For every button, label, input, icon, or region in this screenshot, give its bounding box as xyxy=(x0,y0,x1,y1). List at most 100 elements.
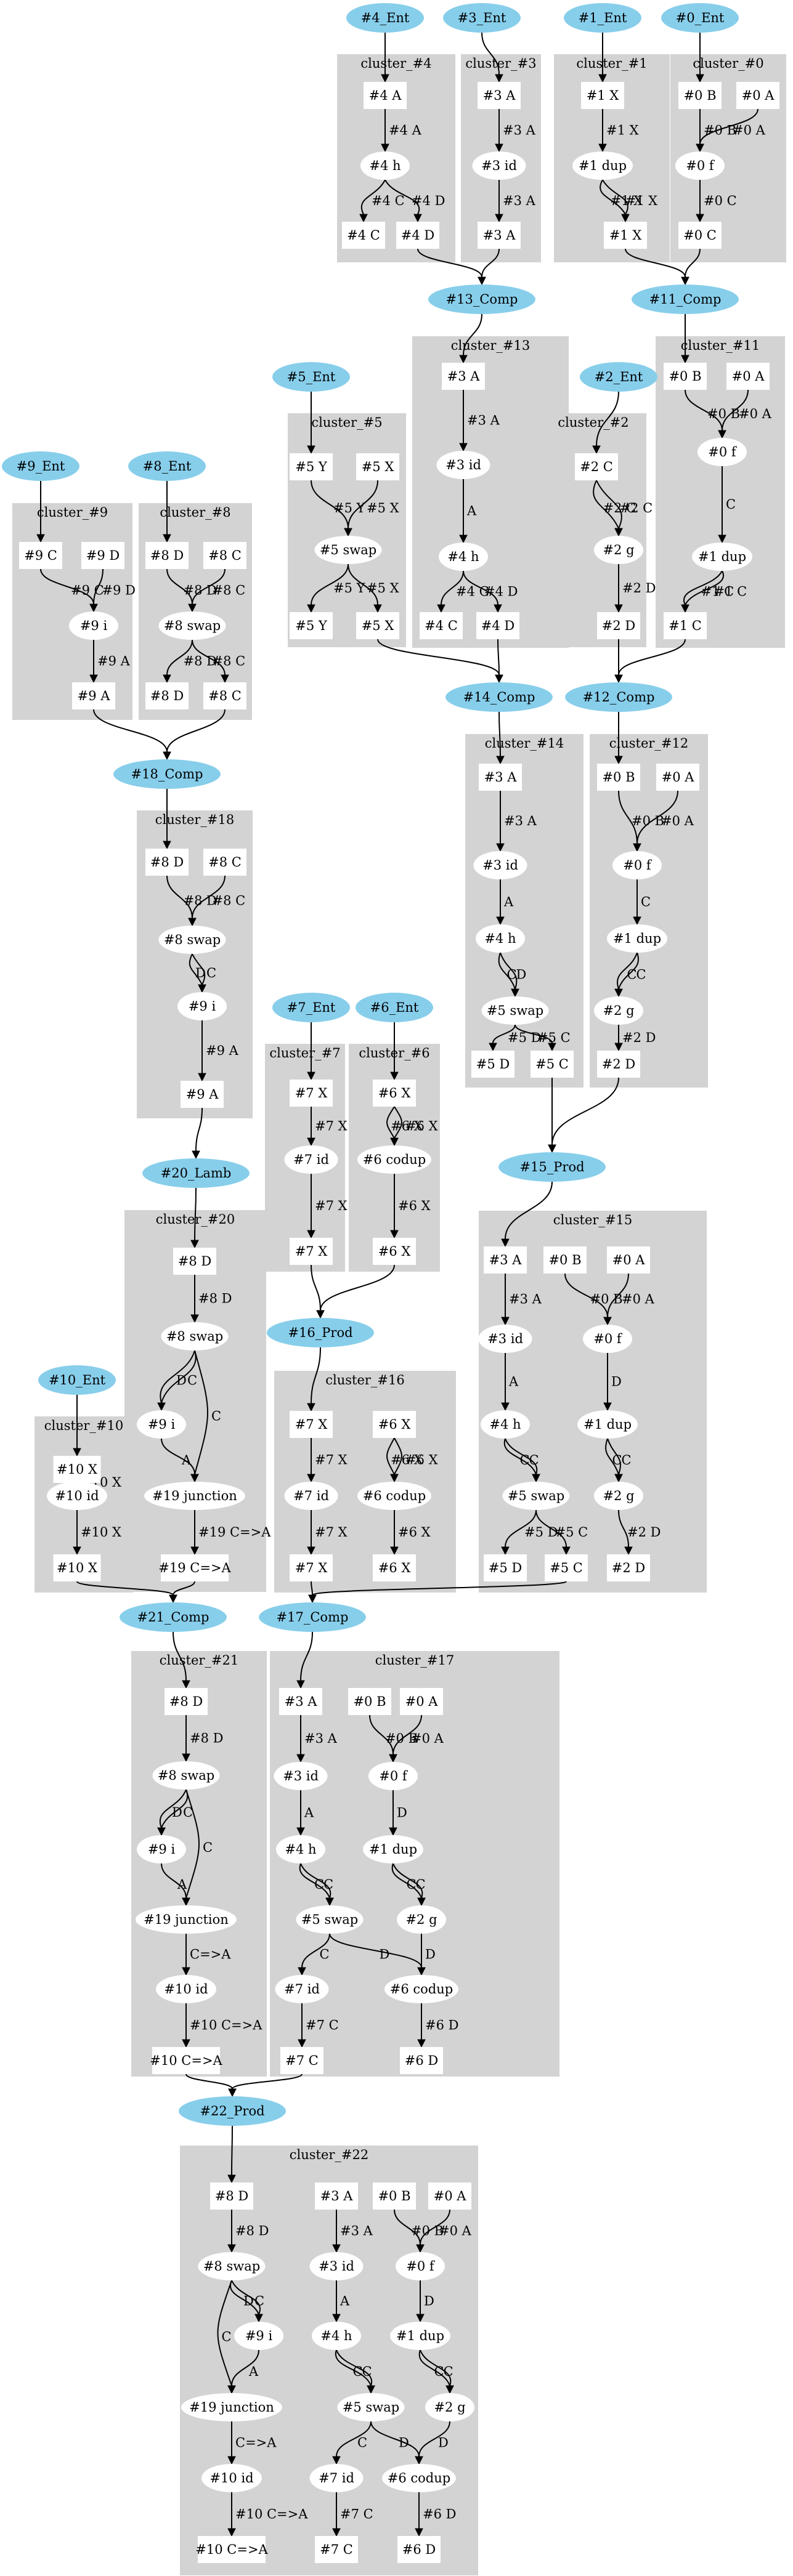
node-8-d-box[interactable]: #8 D xyxy=(145,542,189,569)
node-4-h-oval[interactable]: #4 h xyxy=(360,151,410,180)
node-1-dup-oval[interactable]: #1 dup xyxy=(607,924,667,953)
node-9-d-box[interactable]: #9 D xyxy=(81,542,124,569)
node-9-i-oval[interactable]: #9 i xyxy=(137,1410,186,1439)
node-4-a-box[interactable]: #4 A xyxy=(364,82,407,109)
node-3-a-box[interactable]: #3 A xyxy=(315,2182,358,2210)
node-5-c-box[interactable]: #5 C xyxy=(531,1051,574,1078)
node-1-x-box[interactable]: #1 X xyxy=(581,82,624,109)
node-1-dup-oval[interactable]: #1 dup xyxy=(363,1835,423,1863)
node-0-a-box[interactable]: #0 A xyxy=(400,1688,443,1715)
node-0-f-oval[interactable]: #0 f xyxy=(697,438,747,466)
node-7-id-oval[interactable]: #7 id xyxy=(309,2464,364,2492)
node-4-h-oval[interactable]: #4 h xyxy=(276,1835,325,1863)
node-6-d-box[interactable]: #6 D xyxy=(400,2047,443,2074)
node-0-b-box[interactable]: #0 B xyxy=(373,2182,416,2210)
node-19-c-a-box[interactable]: #19 C=>A xyxy=(158,1554,232,1581)
node-4-h-oval[interactable]: #4 h xyxy=(481,1410,530,1439)
node-2-g-oval[interactable]: #2 g xyxy=(594,996,643,1025)
node-17-comp[interactable]: #17_Comp xyxy=(259,1602,366,1632)
node-5-y-box[interactable]: #5 Y xyxy=(290,453,333,480)
node-2-g-oval[interactable]: #2 g xyxy=(425,2393,474,2421)
node-22-prod[interactable]: #22_Prod xyxy=(179,2096,286,2126)
node-5-swap-oval[interactable]: #5 swap xyxy=(502,1482,570,1510)
node-5-d-box[interactable]: #5 D xyxy=(484,1554,527,1581)
node-5-d-box[interactable]: #5 D xyxy=(471,1051,514,1078)
node-9-ent[interactable]: #9_Ent xyxy=(2,451,79,481)
node-8-c-box[interactable]: #8 C xyxy=(203,542,246,569)
node-4-d-box[interactable]: #4 D xyxy=(396,222,439,249)
node-7-id-oval[interactable]: #7 id xyxy=(284,1145,338,1174)
node-5-y-box[interactable]: #5 Y xyxy=(290,612,333,639)
node-7-x-box[interactable]: #7 X xyxy=(290,1080,333,1107)
node-0-a-box[interactable]: #0 A xyxy=(428,2182,471,2210)
node-1-dup-oval[interactable]: #1 dup xyxy=(692,543,752,571)
node-2-g-oval[interactable]: #2 g xyxy=(397,1905,446,1934)
node-10-id-oval[interactable]: #10 id xyxy=(156,1975,216,2003)
node-8-swap-oval[interactable]: #8 swap xyxy=(198,2252,266,2280)
node-3-ent[interactable]: #3_Ent xyxy=(443,3,521,33)
node-0-b-box[interactable]: #0 B xyxy=(348,1688,391,1715)
node-13-comp[interactable]: #13_Comp xyxy=(428,285,535,314)
node-21-comp[interactable]: #21_Comp xyxy=(120,1602,227,1632)
node-0-f-oval[interactable]: #0 f xyxy=(396,2252,445,2280)
node-2-d-box[interactable]: #2 D xyxy=(597,1051,640,1078)
node-4-c-box[interactable]: #4 C xyxy=(420,612,463,639)
node-8-ent[interactable]: #8_Ent xyxy=(128,451,206,481)
node-9-i-oval[interactable]: #9 i xyxy=(137,1835,186,1863)
node-6-x-box[interactable]: #6 X xyxy=(373,1411,416,1438)
node-0-f-oval[interactable]: #0 f xyxy=(368,1762,418,1790)
node-3-a-box[interactable]: #3 A xyxy=(478,222,521,249)
node-5-ent[interactable]: #5_Ent xyxy=(272,362,350,392)
node-19-junction-oval[interactable]: #19 junction xyxy=(181,2393,282,2421)
node-0-f-oval[interactable]: #0 f xyxy=(583,1325,632,1353)
node-6-codup-oval[interactable]: #6 codup xyxy=(382,2464,456,2492)
node-19-junction-oval[interactable]: #19 junction xyxy=(136,1905,237,1934)
node-2-g-oval[interactable]: #2 g xyxy=(594,1482,643,1510)
node-8-d-box[interactable]: #8 D xyxy=(145,849,189,876)
node-0-a-box[interactable]: #0 A xyxy=(656,764,699,791)
node-8-swap-oval[interactable]: #8 swap xyxy=(158,926,226,954)
node-0-ent[interactable]: #0_Ent xyxy=(661,3,739,33)
node-6-x-box[interactable]: #6 X xyxy=(373,1238,416,1265)
node-4-d-box[interactable]: #4 D xyxy=(476,612,519,639)
node-8-d-box[interactable]: #8 D xyxy=(210,2182,253,2210)
node-9-c-box[interactable]: #9 C xyxy=(19,542,62,569)
node-10-x-box[interactable]: #10 X xyxy=(53,1554,101,1581)
node-2-d-box[interactable]: #2 D xyxy=(597,612,640,639)
node-6-ent[interactable]: #6_Ent xyxy=(356,993,433,1022)
node-0-a-box[interactable]: #0 A xyxy=(607,1246,650,1274)
node-8-c-box[interactable]: #8 C xyxy=(203,682,246,709)
node-9-i-oval[interactable]: #9 i xyxy=(177,992,227,1020)
node-3-id-oval[interactable]: #3 id xyxy=(274,1762,328,1790)
node-0-a-box[interactable]: #0 A xyxy=(736,82,779,109)
node-10-ent[interactable]: #10_Ent xyxy=(38,1365,116,1395)
node-3-a-box[interactable]: #3 A xyxy=(479,764,522,791)
node-12-comp[interactable]: #12_Comp xyxy=(565,682,672,712)
node-5-swap-oval[interactable]: #5 swap xyxy=(481,996,549,1025)
node-9-a-box[interactable]: #9 A xyxy=(181,1081,224,1108)
node-8-d-box[interactable]: #8 D xyxy=(165,1688,208,1715)
node-8-swap-oval[interactable]: #8 swap xyxy=(152,1761,220,1790)
node-2-ent[interactable]: #2_Ent xyxy=(580,362,657,392)
node-3-a-box[interactable]: #3 A xyxy=(279,1688,322,1715)
node-0-a-box[interactable]: #0 A xyxy=(726,363,770,390)
node-4-h-oval[interactable]: #4 h xyxy=(439,543,488,571)
node-9-i-oval[interactable]: #9 i xyxy=(69,612,118,640)
node-8-d-box[interactable]: #8 D xyxy=(145,682,189,709)
node-5-x-box[interactable]: #5 X xyxy=(356,612,399,639)
node-6-d-box[interactable]: #6 D xyxy=(397,2536,441,2563)
node-3-a-box[interactable]: #3 A xyxy=(484,1246,527,1274)
node-1-ent[interactable]: #1_Ent xyxy=(564,3,641,33)
node-10-c-a-box[interactable]: #10 C=>A xyxy=(195,2536,269,2563)
node-6-codup-oval[interactable]: #6 codup xyxy=(384,1975,458,2003)
node-6-codup-oval[interactable]: #6 codup xyxy=(357,1145,431,1174)
node-6-codup-oval[interactable]: #6 codup xyxy=(357,1482,431,1510)
node-3-a-box[interactable]: #3 A xyxy=(478,82,521,109)
node-6-x-box[interactable]: #6 X xyxy=(373,1554,416,1581)
node-1-x-box[interactable]: #1 X xyxy=(604,222,647,249)
node-1-dup-oval[interactable]: #1 dup xyxy=(390,2322,450,2350)
node-14-comp[interactable]: #14_Comp xyxy=(445,682,553,712)
node-0-b-box[interactable]: #0 B xyxy=(678,82,722,109)
node-5-swap-oval[interactable]: #5 swap xyxy=(337,2393,405,2421)
node-9-a-box[interactable]: #9 A xyxy=(72,682,115,709)
